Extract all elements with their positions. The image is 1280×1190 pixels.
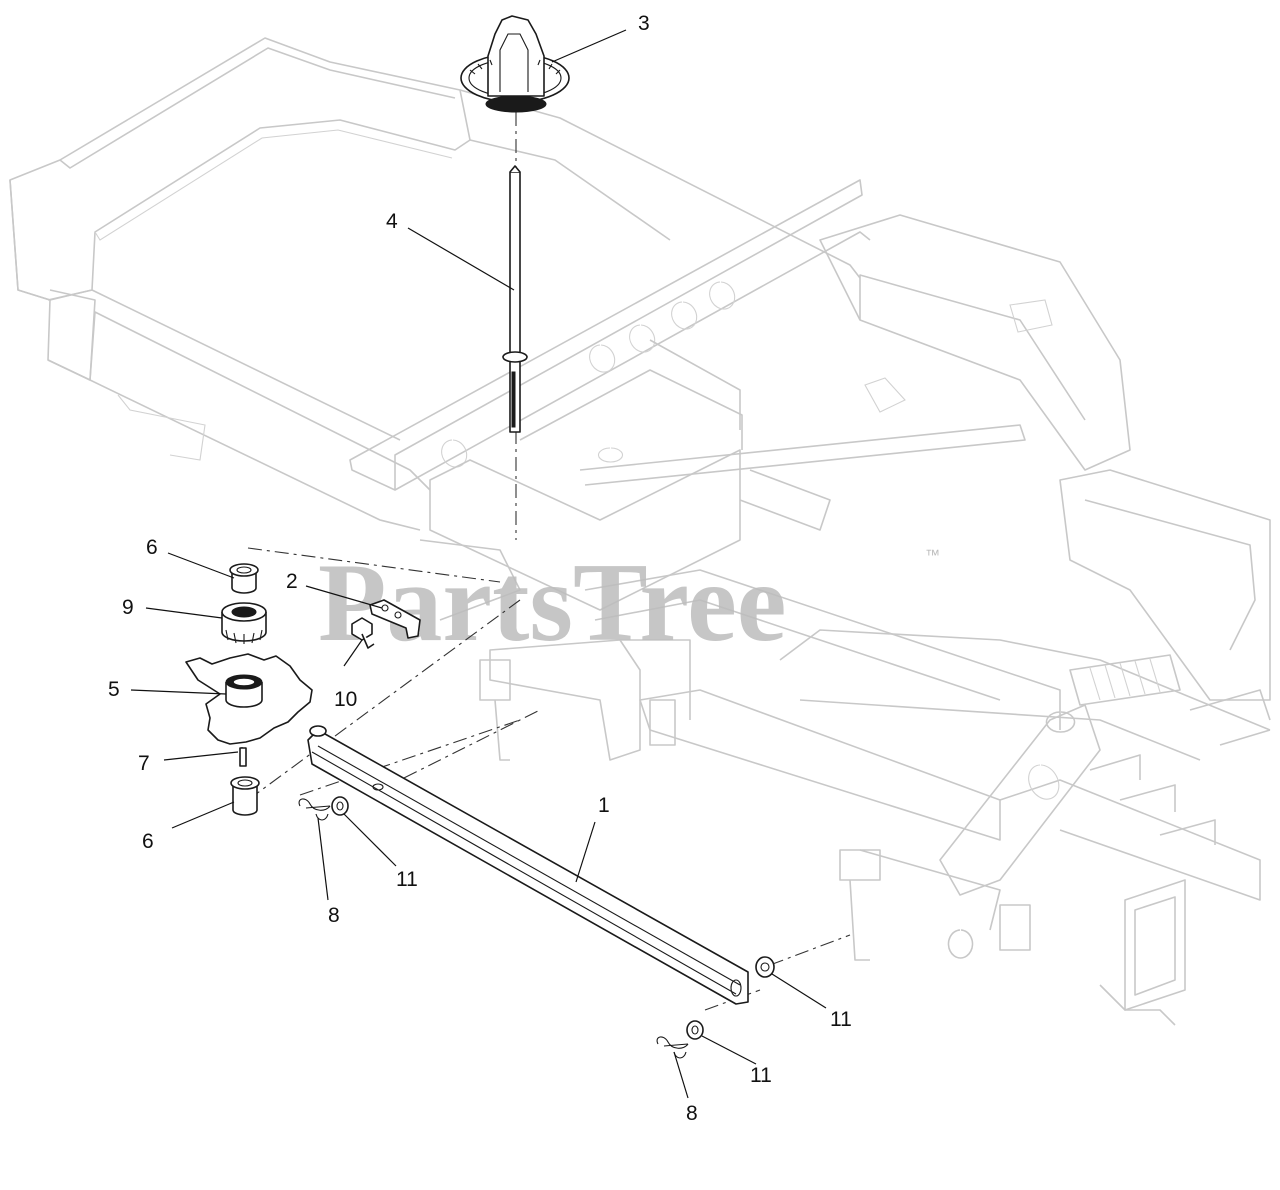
part-9-flange-nut [221, 602, 267, 644]
part-11-washer-c [686, 1020, 704, 1040]
callout-7: 7 [138, 752, 150, 775]
part-4-adjustment-shaft [502, 165, 528, 433]
part-6-bushing-upper [229, 563, 259, 594]
part-10-bolt [351, 617, 375, 649]
part-8-hairpin-clip-a [298, 798, 331, 821]
part-8-hairpin-clip-b [656, 1036, 689, 1059]
callout-labels: 3 4 6 2 9 10 5 7 1 6 11 8 11 11 8 [108, 12, 852, 1125]
callout-2: 2 [286, 570, 298, 593]
callout-3: 3 [638, 12, 650, 35]
callout-10: 10 [334, 688, 357, 711]
leader-lines [130, 29, 827, 1099]
callout-11-right: 11 [830, 1008, 852, 1031]
callout-6-lower: 6 [142, 830, 154, 853]
callout-6-upper: 6 [146, 536, 158, 559]
callout-8-lower: 8 [686, 1102, 698, 1125]
part-6-bushing-lower [230, 776, 260, 816]
callout-1: 1 [598, 794, 610, 817]
part-7-roll-pin [239, 747, 247, 767]
callout-9: 9 [122, 596, 134, 619]
part-11-washer-a [331, 796, 349, 816]
part-5-indexing-plate [185, 653, 313, 745]
part-11-washer-b [755, 956, 775, 978]
part-3-height-adjust-knob [460, 15, 570, 113]
callout-8-left: 8 [328, 904, 340, 927]
watermark-text: PartsTree [318, 541, 787, 665]
callout-4: 4 [386, 210, 398, 233]
callout-11-lower: 11 [750, 1064, 772, 1087]
part-1-link-rod [307, 725, 749, 1005]
callout-11-left: 11 [396, 868, 418, 891]
mower-frame [9, 37, 1271, 1026]
watermark-trademark: ™ [925, 547, 940, 564]
callout-5: 5 [108, 678, 120, 701]
